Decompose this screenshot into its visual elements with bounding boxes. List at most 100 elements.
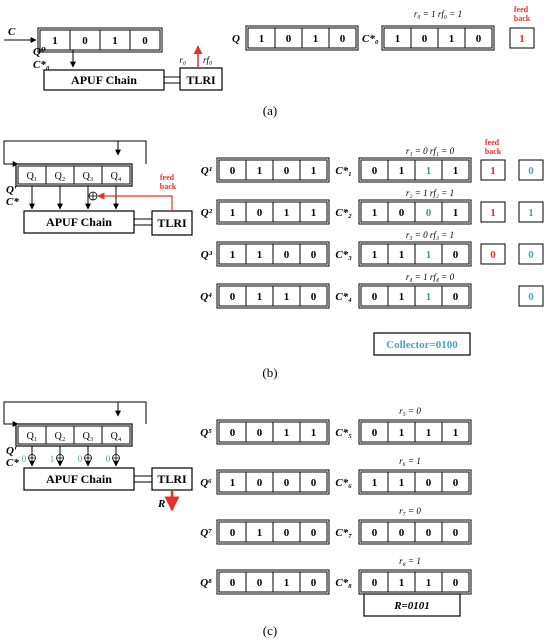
b-row-c-bit: 1 xyxy=(426,165,432,177)
a-reg-bit: 1 xyxy=(112,35,118,47)
a-cstar-label: C*₀ xyxy=(362,33,379,45)
c-row-q-bit: 0 xyxy=(230,577,236,589)
b-row-equation: r₄ = 1 rf₄ = 0 xyxy=(406,272,455,282)
c-tlri-label: TLRI xyxy=(157,472,187,486)
b-row-c-bit: 1 xyxy=(453,165,459,177)
b-row-c-cell xyxy=(441,201,470,223)
b-row-c-bit: 1 xyxy=(399,165,405,177)
a-q-bit: 0 xyxy=(340,33,346,45)
a-apuf-chain xyxy=(43,69,165,91)
a-c-label: C xyxy=(8,26,16,38)
c-row-q-label: Q⁸ xyxy=(200,577,212,589)
c-row-c-label: C*₆ xyxy=(335,477,352,489)
b-row-c-bit: 0 xyxy=(399,207,405,219)
c-row-q-bit: 1 xyxy=(284,577,290,589)
c-row-q-cell xyxy=(299,521,328,543)
c-row-c-bit: 1 xyxy=(399,427,405,439)
c-row-equation: r₇ = 0 xyxy=(399,506,421,516)
c-row-q-bit: 1 xyxy=(311,427,317,439)
c-row-equation: r₆ = 1 xyxy=(399,456,421,466)
c-row-q-bit: 0 xyxy=(284,527,290,539)
a-reg-bit: 0 xyxy=(82,35,88,47)
b-reg-label: Q₂ xyxy=(55,171,66,182)
a-tlri-block xyxy=(179,67,223,91)
b-row-collector-cell xyxy=(518,285,544,307)
c-row-q-cell xyxy=(299,571,328,593)
c-row-q-bit: 0 xyxy=(284,477,290,489)
b-feedback-l2: back xyxy=(160,182,177,191)
b-collector-box xyxy=(373,332,471,356)
c-row-q-label: Q⁷ xyxy=(200,527,212,539)
c-row-c-label: C*₈ xyxy=(335,577,352,589)
b-row-c-cell xyxy=(441,159,470,181)
a-feedback-l2: back xyxy=(514,14,531,23)
c-result-box xyxy=(363,593,461,617)
b-row-q-bit: 1 xyxy=(311,207,317,219)
b-feedback-head-l2: back xyxy=(485,147,502,156)
b-row-q-label: Q¹ xyxy=(201,165,212,177)
c-row-c-bit: 0 xyxy=(453,527,459,539)
b-row-c-label: C*₃ xyxy=(335,249,352,261)
b-row-q-cell xyxy=(299,159,328,181)
c-row-c-bit: 0 xyxy=(453,477,459,489)
c-row-q-bit: 0 xyxy=(257,477,263,489)
c-row-q-bit: 1 xyxy=(230,477,236,489)
b-row-c-bit: 1 xyxy=(372,249,378,261)
c-row-c-bit: 0 xyxy=(426,477,432,489)
c-caption: (c) xyxy=(263,623,277,638)
c-xor-bit: 1 xyxy=(50,454,55,464)
a-q-bit: 1 xyxy=(313,33,319,45)
c-r-output: R xyxy=(157,498,165,510)
b-row-q-bit: 1 xyxy=(230,249,236,261)
a-reg-bit: 1 xyxy=(52,35,58,47)
c-row-q-bit: 0 xyxy=(311,577,317,589)
b-row-c-bit: 1 xyxy=(453,207,459,219)
c-row-c-bit: 1 xyxy=(453,427,459,439)
b-reg-label: Q₁ xyxy=(27,171,38,182)
c-row-c-cell xyxy=(441,421,470,443)
c-xor-bit: 0 xyxy=(78,454,83,464)
a-tlri-label: TLRI xyxy=(186,73,216,87)
b-row-q-bit: 1 xyxy=(257,291,263,303)
b-row-c-label: C*₂ xyxy=(335,207,352,219)
b-row-q-label: Q² xyxy=(201,207,213,219)
c-apuf-label: APUF Chain xyxy=(46,472,112,486)
c-row-q-bit: 1 xyxy=(257,527,263,539)
b-row-q-bit: 0 xyxy=(311,291,317,303)
b-row-q-bit: 1 xyxy=(257,165,263,177)
b-row-c-label: C*₁ xyxy=(335,165,352,177)
b-row-c-label: C*₄ xyxy=(335,291,352,303)
b-feedback-label: feed back xyxy=(160,173,177,191)
a-q-bit: 0 xyxy=(286,33,292,45)
a-q-label: Q xyxy=(232,33,240,45)
c-row-c-bit: 0 xyxy=(399,527,405,539)
b-row-c-bit: 0 xyxy=(453,249,459,261)
b-reg-label: Q₄ xyxy=(111,171,122,182)
b-row-collector-bit: 1 xyxy=(528,207,534,219)
a-r0-short: r₀ xyxy=(179,55,186,65)
b-row-q-bit: 0 xyxy=(311,249,317,261)
b-row-c-bit: 1 xyxy=(399,291,405,303)
b-collector: Collector=0100 xyxy=(386,339,458,351)
b-row-q-cell xyxy=(299,201,328,223)
b-apuf-label: APUF Chain xyxy=(46,215,112,229)
a-cs-bit: 1 xyxy=(395,33,401,45)
b-qprime: Q′ xyxy=(6,184,17,196)
b-row-c-bit: 0 xyxy=(372,165,378,177)
b-row-q-bit: 0 xyxy=(230,291,236,303)
c-row-q-bit: 0 xyxy=(257,577,263,589)
c-row-q-bit: 0 xyxy=(311,477,317,489)
b-row-q-label: Q³ xyxy=(201,249,213,261)
c-row-c-bit: 1 xyxy=(426,577,432,589)
b-row-feedback-cell xyxy=(480,243,506,265)
c-row-c-bit: 1 xyxy=(426,427,432,439)
c-qprime: Q′ xyxy=(6,445,17,457)
c-result: R=0101 xyxy=(393,600,430,612)
b-apuf-chain xyxy=(23,210,135,234)
